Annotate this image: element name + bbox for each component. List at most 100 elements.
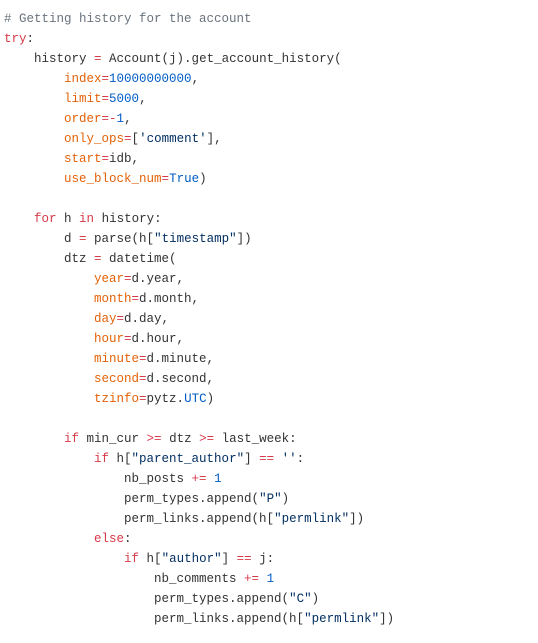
code-token-kw: for: [34, 212, 57, 226]
code-line: day=d.day,: [0, 309, 538, 329]
code-token-op: =: [124, 132, 132, 146]
code-token-kw: in: [79, 212, 95, 226]
code-token-str: "timestamp": [154, 232, 237, 246]
code-token-kw: else: [94, 532, 125, 546]
code-token-plain: [: [131, 132, 140, 146]
code-token-op: ==: [236, 552, 252, 566]
indent: [4, 372, 94, 386]
code-token-plain: history:: [94, 212, 162, 226]
indent: [4, 352, 94, 366]
code-token-op: =: [101, 72, 110, 86]
indent: [4, 612, 154, 626]
indent: [4, 92, 64, 106]
code-token-plain: dtz: [161, 432, 200, 446]
code-token-op: =: [124, 272, 132, 286]
code-line: only_ops=['comment'],: [0, 129, 538, 149]
code-token-plain: ): [281, 492, 290, 506]
code-token-plain: ]: [244, 452, 260, 466]
code-token-plain: ]): [349, 512, 365, 526]
code-line: perm_types.append("C"): [0, 589, 538, 609]
code-token-op: =: [94, 252, 102, 266]
code-token-plain: datetime(: [101, 252, 177, 266]
code-token-str: "author": [161, 552, 222, 566]
code-token-plain: perm_types.append(: [154, 592, 290, 606]
code-token-plain: ,: [139, 92, 147, 106]
code-token-plain: ],: [206, 132, 222, 146]
code-line: d = parse(h["timestamp"]): [0, 229, 538, 249]
code-token-kwarg: month: [94, 292, 132, 306]
code-line: if h["parent_author"] == '':: [0, 449, 538, 469]
code-token-plain: d.hour,: [131, 332, 185, 346]
code-line: else:: [0, 529, 538, 549]
code-line: if h["author"] == j:: [0, 549, 538, 569]
code-line: year=d.year,: [0, 269, 538, 289]
code-line: second=d.second,: [0, 369, 538, 389]
code-token-plain: h[: [109, 452, 132, 466]
code-line: perm_links.append(h["permlink"]): [0, 509, 538, 529]
code-line: for h in history:: [0, 209, 538, 229]
code-token-kwarg: hour: [94, 332, 125, 346]
code-token-plain: nb_posts: [124, 472, 192, 486]
code-token-op: =: [101, 92, 110, 106]
code-token-num: 1: [266, 572, 275, 586]
code-token-plain: ]): [236, 232, 252, 246]
code-token-plain: Account(j).get_account_history(: [101, 52, 342, 66]
code-line: nb_posts += 1: [0, 469, 538, 489]
code-token-kwarg: day: [94, 312, 117, 326]
code-token-kw: if: [94, 452, 110, 466]
code-token-plain: pytz.: [146, 392, 185, 406]
code-token-kwarg: only_ops: [64, 132, 125, 146]
code-token-kw: if: [124, 552, 140, 566]
code-token-plain: h: [56, 212, 80, 226]
code-token-plain: parse(h[: [86, 232, 155, 246]
code-token-kwarg: limit: [64, 92, 102, 106]
indent: [4, 112, 64, 126]
code-line: [0, 189, 538, 209]
code-line: history = Account(j).get_account_history…: [0, 49, 538, 69]
code-token-kwarg: minute: [94, 352, 140, 366]
code-token-op: ==: [259, 452, 275, 466]
code-line: [0, 409, 538, 429]
code-token-plain: d.month,: [139, 292, 200, 306]
indent: [4, 332, 94, 346]
code-token-plain: d: [64, 232, 80, 246]
code-line: order=-1,: [0, 109, 538, 129]
code-token-str: "parent_author": [131, 452, 245, 466]
code-token-op: =: [94, 52, 102, 66]
code-token-op: =: [79, 232, 87, 246]
code-token-num: 1: [214, 472, 222, 486]
code-token-kw: if: [64, 432, 80, 446]
code-token-num: 10000000000: [109, 72, 192, 86]
code-token-kwarg: order: [64, 112, 102, 126]
code-token-plain: ]: [221, 552, 237, 566]
code-token-plain: ]): [379, 612, 395, 626]
code-token-plain: history: [34, 52, 95, 66]
code-token-str: '': [281, 452, 297, 466]
indent: [4, 272, 94, 286]
code-token-plain: nb_comments: [154, 572, 245, 586]
code-token-op: =: [131, 292, 140, 306]
code-token-plain: d.day,: [124, 312, 170, 326]
code-token-plain: last_week:: [214, 432, 297, 446]
code-token-plain: ): [199, 172, 207, 186]
code-token-kwarg: start: [64, 152, 102, 166]
code-line: nb_comments += 1: [0, 569, 538, 589]
code-line: tzinfo=pytz.UTC): [0, 389, 538, 409]
code-token-op: =-: [101, 112, 117, 126]
code-token-plain: :: [296, 452, 305, 466]
code-line: perm_links.append(h["permlink"]): [0, 609, 538, 629]
code-token-op: =: [124, 332, 132, 346]
code-token-plain: ,: [124, 112, 132, 126]
code-token-str: "permlink": [304, 612, 380, 626]
code-token-num: 1: [116, 112, 125, 126]
code-token-plain: d.second,: [146, 372, 215, 386]
indent: [4, 492, 124, 506]
code-token-plain: perm_links.append(h[: [154, 612, 305, 626]
code-token-op: +=: [244, 572, 260, 586]
code-token-const: UTC: [184, 392, 207, 406]
code-token-plain: [207, 472, 215, 486]
indent: [4, 52, 34, 66]
indent: [4, 452, 94, 466]
code-line: if min_cur >= dtz >= last_week:: [0, 429, 538, 449]
